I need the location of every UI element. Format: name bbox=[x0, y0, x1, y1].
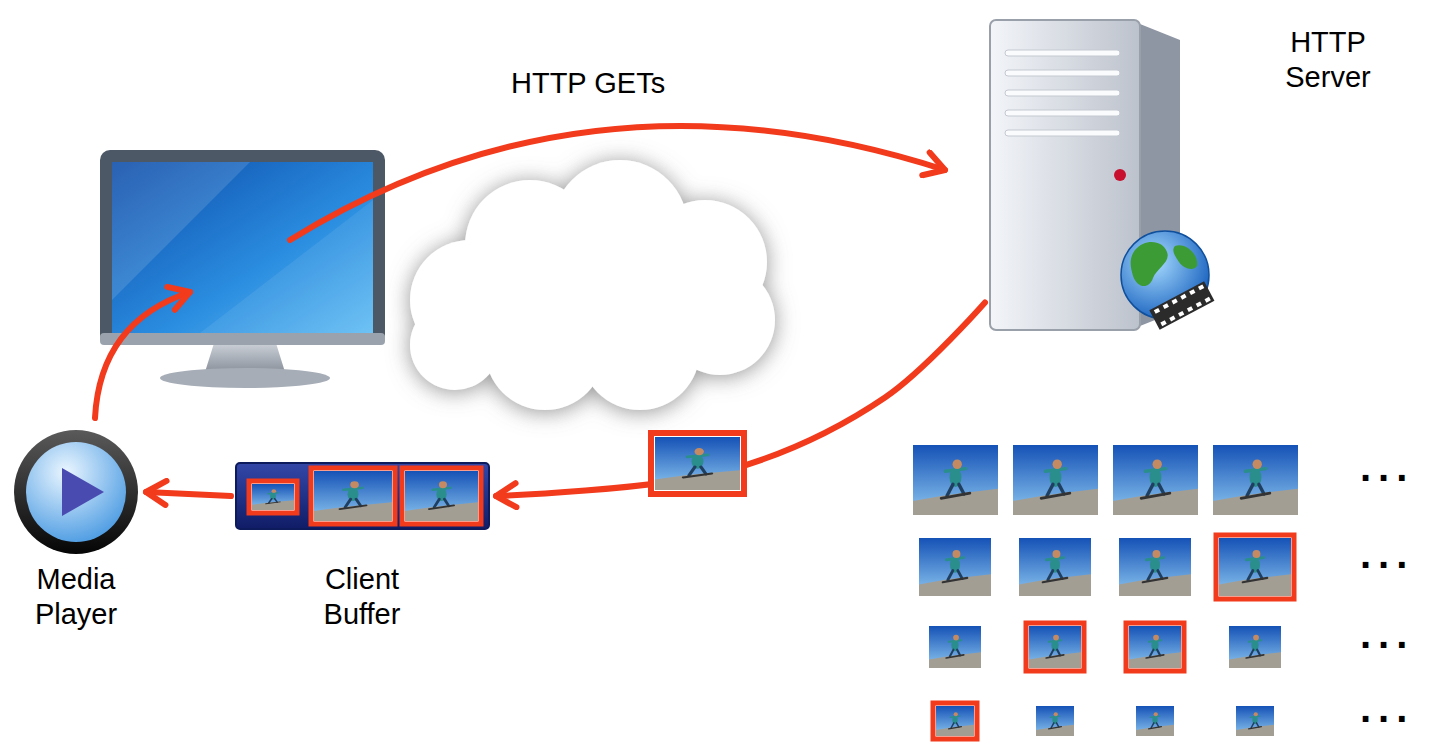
node-shape bbox=[235, 462, 490, 530]
server-node: HTTP Server bbox=[985, 10, 1215, 335]
request-label: HTTP GETs bbox=[511, 66, 665, 101]
buffer-node: Client Buffer bbox=[235, 462, 490, 530]
ellipsis-mark: ... bbox=[1360, 447, 1414, 487]
playback-arrow bbox=[95, 292, 190, 418]
node-shape bbox=[12, 428, 140, 556]
node-label: Client Buffer bbox=[297, 562, 427, 632]
ellipsis-mark: ... bbox=[1360, 614, 1414, 654]
request-arrow bbox=[290, 126, 945, 240]
segment-in-transit bbox=[651, 433, 744, 494]
bitrate-grid bbox=[913, 445, 1298, 739]
monitor bbox=[100, 150, 385, 388]
node-shape bbox=[985, 10, 1215, 335]
node-label: HTTP Server bbox=[1268, 25, 1388, 95]
player-node: Media Player bbox=[12, 428, 140, 556]
ellipsis-mark: ... bbox=[1360, 534, 1414, 574]
stream-arrow bbox=[146, 492, 231, 496]
ellipsis-mark: ... bbox=[1360, 688, 1414, 728]
stream-arrow bbox=[496, 303, 985, 497]
node-label: Media Player bbox=[21, 562, 131, 632]
cloud bbox=[410, 160, 775, 410]
